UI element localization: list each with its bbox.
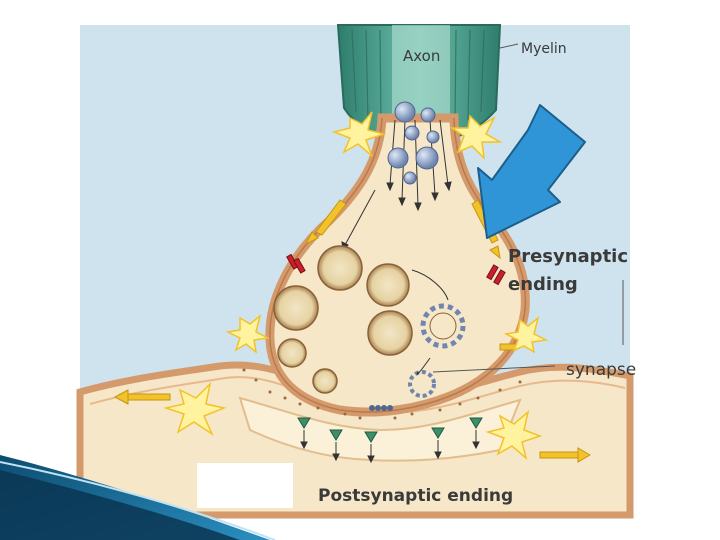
myelin-label: Myelin — [521, 41, 567, 57]
presynaptic-label-line1: Presynaptic — [508, 246, 628, 267]
synapse-label: synapse — [566, 360, 636, 380]
presynaptic-label-line2: ending — [508, 274, 578, 295]
postsynaptic-label: Postsynaptic ending — [318, 486, 513, 506]
axon-label: Axon — [403, 47, 440, 65]
fusing-vesicle — [410, 372, 434, 396]
white-mask-bottom — [197, 463, 293, 508]
